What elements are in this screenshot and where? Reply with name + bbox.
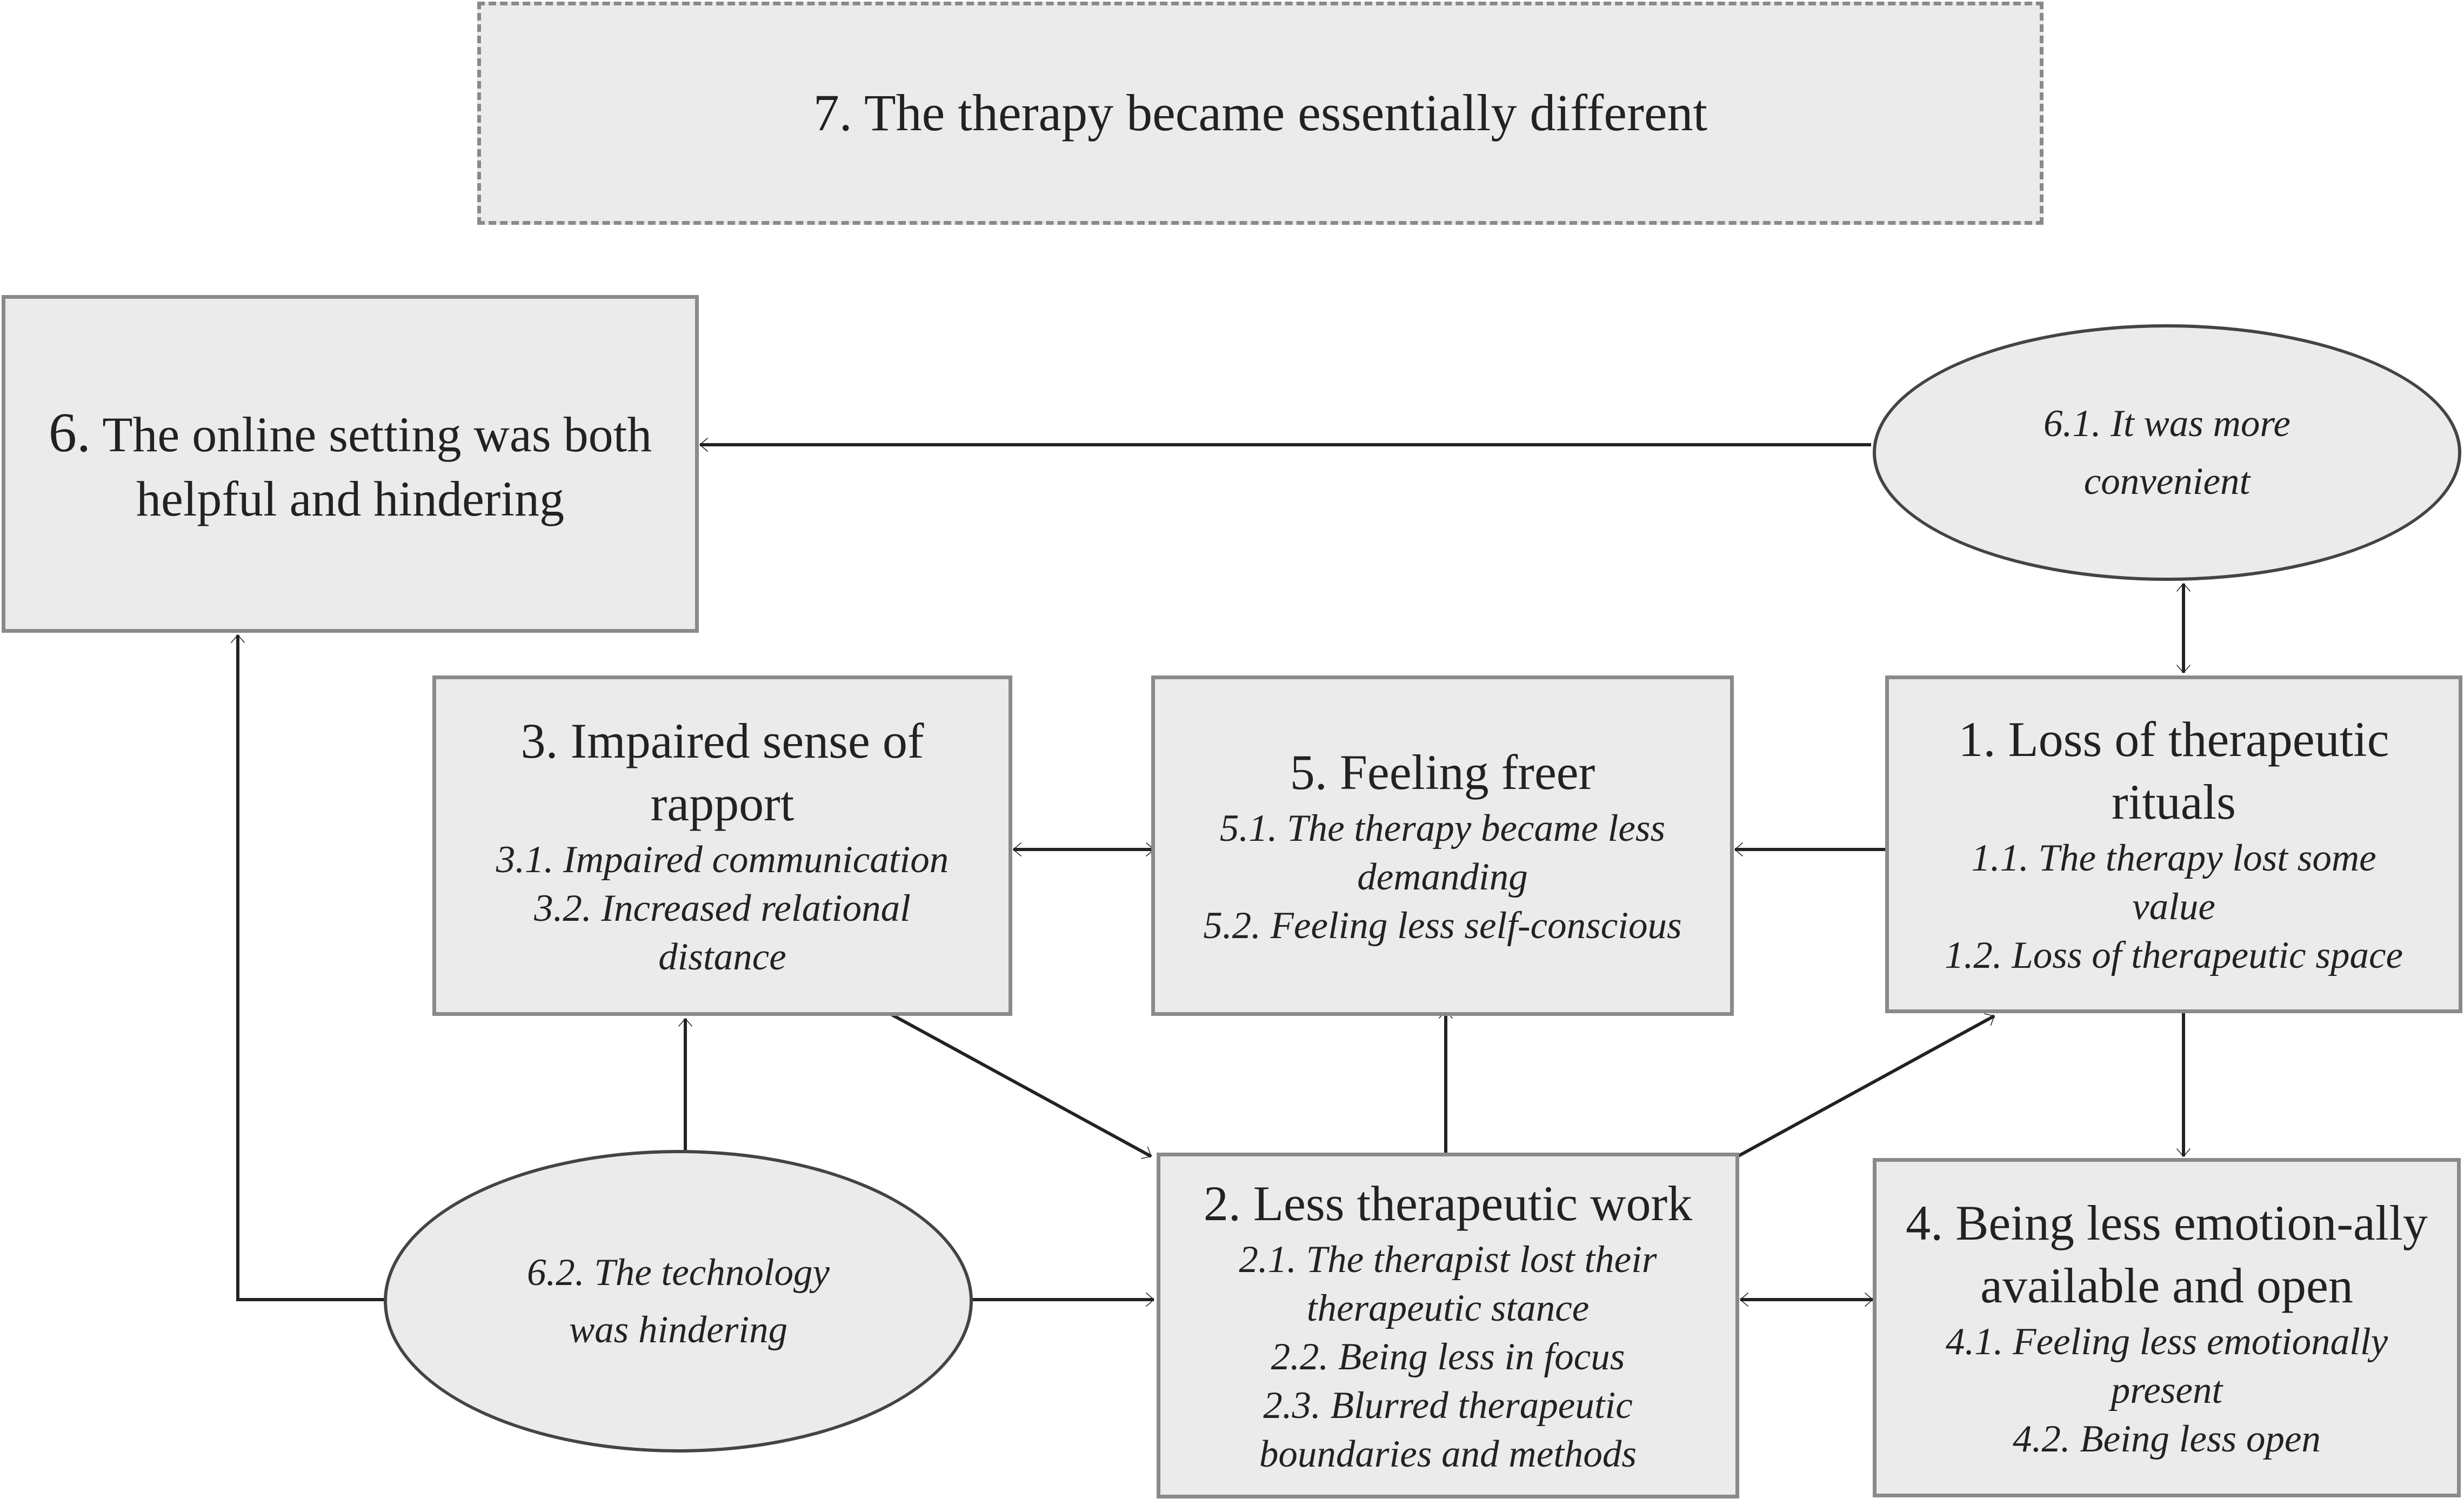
theme-6-box: 6. The online setting was both helpful a… [2,295,699,633]
theme-5-box: 5. Feeling freer 5.1. The therapy became… [1151,675,1734,1016]
arrow-theme-2-to-theme-1 [1737,1013,1995,1158]
subtheme-6-2-text: 6.2. The technology was hindering [527,1251,830,1351]
theme-5-subtheme-1: 5.1. The therapy became less demanding [1219,807,1666,898]
theme-1-subtheme-2: 1.2. Loss of therapeutic space [1945,934,2403,977]
theme-7-box: 7. The therapy became essentially differ… [477,2,2044,225]
theme-5-subtheme-2: 5.2. Feeling less self-conscious [1203,905,1682,947]
arrow-6-2-to-theme-6 [230,634,384,1301]
theme-7-title: 7. The therapy became essentially differ… [813,84,1708,142]
theme-2-title: 2. Less therapeutic work [1203,1175,1693,1231]
subtheme-6-1-ellipse: 6.1. It was more convenient [1873,324,2461,581]
theme-4-subtheme-2: 4.2. Being less open [2013,1417,2321,1460]
theme-6-title: 6. The online setting was both helpful a… [18,397,683,531]
theme-2-subtheme-1: 2.1. The therapist lost their therapeuti… [1239,1238,1657,1329]
theme-3-subtheme-1: 3.1. Impaired communication [496,838,949,881]
theme-6-title-text: The online setting was both helpful and … [102,407,652,527]
theme-1-subtheme-1: 1.1. The therapy lost some value [1971,837,2376,928]
theme-6-number: 6. [48,401,91,464]
theme-3-box: 3. Impaired sense of rapport 3.1. Impair… [432,675,1012,1016]
theme-2-subtheme-2: 2.2. Being less in focus [1271,1335,1625,1378]
theme-4-box: 4. Being less emotion-ally available and… [1873,1158,2461,1497]
theme-2-box: 2. Less therapeutic work 2.1. The therap… [1157,1153,1739,1498]
theme-4-title: 4. Being less emotion-ally available and… [1906,1195,2428,1313]
theme-1-box: 1. Loss of therapeutic rituals 1.1. The … [1885,675,2462,1013]
subtheme-6-2-ellipse: 6.2. The technology was hindering [384,1150,973,1453]
arrow-theme-3-to-theme-2 [888,1012,1152,1159]
theme-2-subtheme-3: 2.3. Blurred therapeutic boundaries and … [1259,1384,1637,1476]
subtheme-6-1-text: 6.1. It was more convenient [2044,403,2291,503]
theme-4-subtheme-1: 4.1. Feeling less emotionally present [1945,1320,2388,1411]
theme-3-subtheme-2: 3.2. Increased relational distance [534,887,911,978]
theme-5-title: 5. Feeling freer [1290,744,1595,800]
theme-1-title: 1. Loss of therapeutic rituals [1958,712,2389,830]
theme-3-title: 3. Impaired sense of rapport [520,713,924,831]
